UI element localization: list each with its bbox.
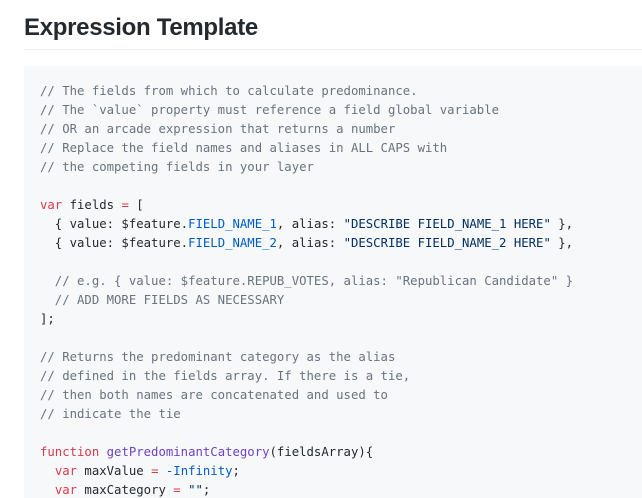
code-token: // The fields from which to calculate pr… — [40, 84, 418, 98]
code-token: var — [40, 198, 63, 212]
code-line: var fields = [ — [40, 196, 642, 215]
code-token: "" — [188, 483, 203, 497]
code-token: // Returns the predominant category as t… — [40, 350, 396, 364]
code-token: = — [173, 483, 181, 497]
code-token: }, — [550, 217, 574, 231]
code-token: // ADD MORE FIELDS AS NECESSARY — [40, 293, 285, 307]
code-line: function getPredominantCategory(fieldsAr… — [40, 443, 642, 462]
code-line: var maxValue = -Infinity; — [40, 462, 642, 481]
code-token: getPredominantCategory — [106, 445, 270, 459]
code-token: { value: $feature. — [40, 236, 189, 250]
code-line: { value: $feature.FIELD_NAME_1, alias: "… — [40, 215, 642, 234]
code-line — [40, 424, 642, 443]
code-line: // The `value` property must reference a… — [40, 101, 642, 120]
code-line: // The fields from which to calculate pr… — [40, 82, 642, 101]
code-token — [99, 445, 106, 459]
code-token — [181, 483, 188, 497]
code-line: var maxCategory = ""; — [40, 481, 642, 498]
code-token: // indicate the tie — [40, 407, 181, 421]
code-line: { value: $feature.FIELD_NAME_2, alias: "… — [40, 234, 642, 253]
code-token: = — [121, 198, 129, 212]
code-token: // e.g. { value: $feature.REPUB_VOTES, a… — [40, 274, 574, 288]
code-line: // then both names are concatenated and … — [40, 386, 642, 405]
code-token: function — [40, 445, 100, 459]
code-token: , alias: — [276, 236, 344, 250]
code-line: // Replace the field names and aliases i… — [40, 139, 642, 158]
code-line — [40, 253, 642, 272]
code-token: [ — [128, 198, 144, 212]
code-token: maxValue — [77, 464, 152, 478]
page-title: Expression Template — [24, 14, 258, 41]
code-line: // defined in the fields array. If there… — [40, 367, 642, 386]
code-token: maxCategory — [77, 483, 174, 497]
code-token: var — [54, 464, 78, 478]
heading-divider — [24, 49, 642, 50]
code-token: fields — [62, 198, 122, 212]
code-line: // the competing fields in your layer — [40, 158, 642, 177]
code-token: = — [151, 464, 159, 478]
code-token: ]; — [40, 312, 55, 326]
code-token — [158, 464, 165, 478]
code-line: // OR an arcade expression that returns … — [40, 120, 642, 139]
code-token: // defined in the fields array. If there… — [40, 369, 411, 383]
code-content: // The fields from which to calculate pr… — [24, 66, 642, 498]
code-token: // the competing fields in your layer — [40, 160, 314, 174]
code-token: // OR an arcade expression that returns … — [40, 122, 396, 136]
code-token: "DESCRIBE FIELD_NAME_2 HERE" — [343, 236, 551, 250]
code-token: "DESCRIBE FIELD_NAME_1 HERE" — [343, 217, 551, 231]
code-line: // e.g. { value: $feature.REPUB_VOTES, a… — [40, 272, 642, 291]
code-line: // Returns the predominant category as t… — [40, 348, 642, 367]
code-line: // indicate the tie — [40, 405, 642, 424]
code-line: // ADD MORE FIELDS AS NECESSARY — [40, 291, 642, 310]
code-line: ]; — [40, 310, 642, 329]
code-block: // The fields from which to calculate pr… — [24, 66, 642, 498]
code-token: }, — [550, 236, 574, 250]
code-token: ; — [202, 483, 211, 497]
code-token: (fieldsArray){ — [269, 445, 374, 459]
code-token — [40, 464, 55, 478]
code-line — [40, 329, 642, 348]
code-token: { value: $feature. — [40, 217, 189, 231]
code-token: FIELD_NAME_1 — [188, 217, 277, 231]
code-token: var — [54, 483, 78, 497]
code-token: // The `value` property must reference a… — [40, 103, 500, 117]
code-token — [40, 483, 55, 497]
code-token: ; — [232, 464, 240, 478]
code-token: // Replace the field names and aliases i… — [40, 141, 448, 155]
code-token: -Infinity — [165, 464, 233, 478]
code-token: // then both names are concatenated and … — [40, 388, 388, 402]
code-line — [40, 177, 642, 196]
code-token: FIELD_NAME_2 — [188, 236, 277, 250]
code-token: , alias: — [276, 217, 344, 231]
